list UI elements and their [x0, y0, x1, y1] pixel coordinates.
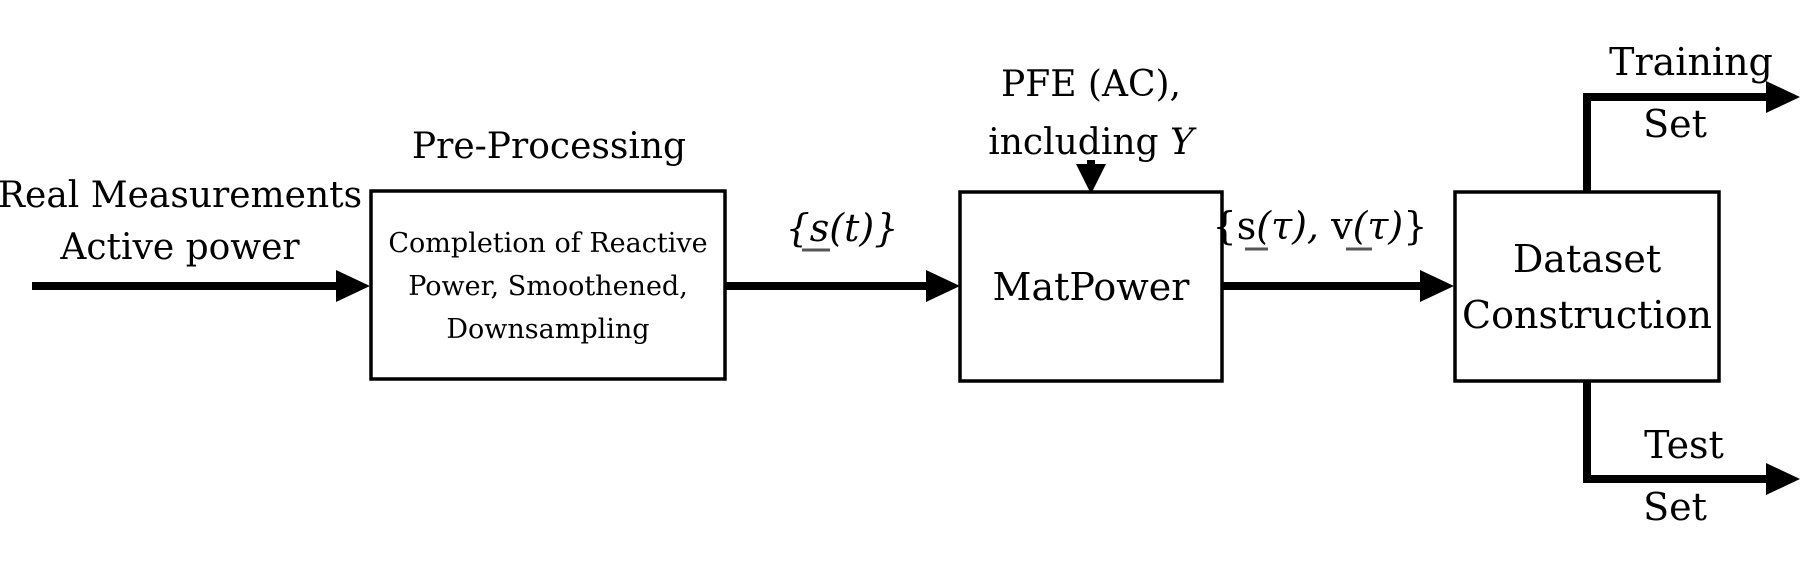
- preprocessing-text-line1: Completion of Reactive: [388, 228, 707, 259]
- preprocessing-title: Pre-Processing: [412, 126, 686, 167]
- test-arrow-head: [1766, 463, 1800, 495]
- signal2-arrow-head: [1420, 270, 1454, 302]
- dataset-box: [1453, 190, 1721, 383]
- test-arrow-line: [1583, 381, 1772, 483]
- input-label-line2: Active power: [59, 227, 300, 268]
- dataset-label-line2: Construction: [1462, 293, 1712, 337]
- matpower-label: MatPower: [993, 265, 1191, 309]
- matpower-input-line1: PFE (AC),: [1001, 64, 1181, 105]
- test-label-line1: Test: [1644, 423, 1724, 467]
- dataset-label-line1: Dataset: [1513, 237, 1661, 281]
- signal1-arrow-head: [926, 270, 960, 302]
- matpower-input-line2: including Y: [988, 122, 1197, 163]
- training-label-line2: Set: [1643, 102, 1707, 146]
- signal2-label: {s(τ), v(τ)}: [1213, 204, 1428, 248]
- training-arrow-head: [1766, 81, 1800, 113]
- preprocessing-text-line2: Power, Smoothened,: [408, 271, 688, 302]
- preprocessing-text-line3: Downsampling: [446, 314, 649, 345]
- training-arrow-line: [1583, 93, 1772, 192]
- signal2-var2: v: [1330, 204, 1353, 248]
- signal2-var1: s: [1237, 204, 1257, 248]
- input-arrow-head: [336, 270, 370, 302]
- signal1-var: s: [810, 206, 830, 250]
- training-label-line1: Training: [1609, 40, 1773, 84]
- signal1-label: {s(t)}: [786, 206, 899, 250]
- input-label-line1: Real Measurements: [0, 175, 362, 216]
- test-label-line2: Set: [1643, 485, 1707, 529]
- matpower-input-arrow-head: [1076, 164, 1106, 194]
